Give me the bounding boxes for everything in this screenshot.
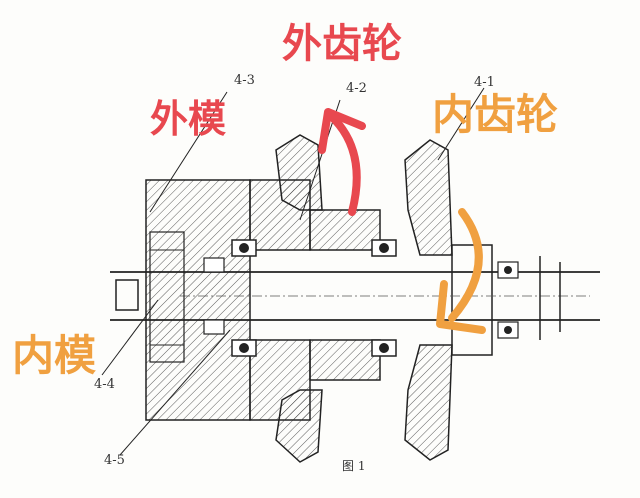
inner-mold-shape	[149, 231, 185, 363]
inner-gear-annotation: 内齿轮	[432, 90, 559, 139]
housing	[145, 179, 381, 421]
figure-caption: 图 1	[342, 459, 366, 473]
outer-gear-arrow	[318, 108, 366, 216]
part-label-4-4: 4-4	[94, 377, 115, 392]
part-label-4-3: 4-3	[234, 73, 255, 88]
part-label-4-2: 4-2	[346, 81, 367, 96]
part-label-4-5: 4-5	[104, 453, 125, 468]
inner-gear-arrow	[436, 208, 486, 334]
inner-gear-shape	[404, 139, 493, 461]
outer-gear-annotation: 外齿轮	[282, 21, 402, 67]
bearings	[203, 239, 519, 357]
shaft	[110, 256, 600, 340]
inner-mold-annotation: 内模	[12, 331, 97, 380]
outer-gear-shape	[275, 134, 323, 463]
part-label-4-1: 4-1	[474, 75, 495, 90]
outer-mold-annotation: 外模	[150, 97, 227, 141]
leader-lines	[101, 87, 485, 456]
